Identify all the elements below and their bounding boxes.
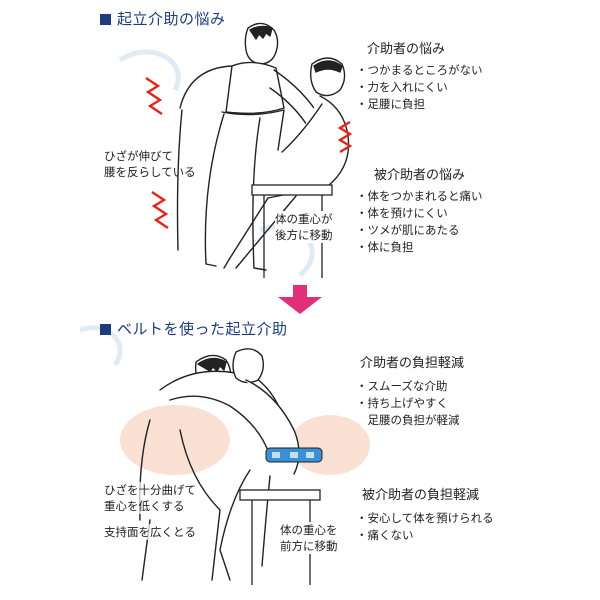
caregiver-problems-title: 介助者の悩み (367, 42, 446, 57)
list-item: 体に負担 (356, 239, 483, 256)
caregiver-relief-list: スムーズな介助 持ち上げやすく 足腰の負担が軽減 (356, 378, 460, 429)
center-of-gravity-note: 体の重心が 後方に移動 (275, 211, 333, 243)
list-item-continuation: 足腰の負担が軽減 (367, 413, 460, 427)
list-item: スムーズな介助 (356, 378, 460, 395)
section-heading-belt: ベルトを使った起立介助 (100, 318, 288, 339)
list-item: 力を入れにくい (356, 79, 483, 96)
strain-marks (145, 77, 353, 229)
heading-square-icon (100, 14, 111, 25)
glow-left (120, 405, 230, 475)
heading-text: 起立介助の悩み (117, 10, 226, 28)
standing-caregiver-figure (176, 22, 323, 271)
list-item: 持ち上げやすく (356, 395, 460, 412)
forward-center-note: 体の重心を 前方に移動 (280, 522, 338, 554)
caregiver-problems-list: つかまるところがない 力を入れにくい 足腰に負担 (356, 62, 483, 113)
list-item: 安心して体を預けられる (356, 510, 494, 527)
recipient-problems-list: 体をつかまれると痛い 体を預けにくい ツメが肌にあたる 体に負担 (356, 188, 483, 256)
list-item: 足腰に負担 (356, 96, 483, 113)
recipient-relief-title: 被介助者の負担軽減 (362, 488, 480, 503)
heading-text: ベルトを使った起立介助 (117, 320, 288, 338)
down-arrow (278, 285, 322, 314)
knee-bend-note: ひざを十分曲げて 重心を低くする (104, 482, 196, 514)
knee-note: ひざが伸びて 腰を反らしている (104, 149, 196, 179)
recipient-relief-list: 安心して体を預けられる 痛くない (356, 510, 494, 544)
list-item: つかまるところがない (356, 62, 483, 79)
list-item: ツメが肌にあたる (356, 222, 483, 239)
recipient-problems-title: 被介助者の悩み (374, 168, 466, 183)
list-item: 体を預けにくい (356, 205, 483, 222)
assist-belt (265, 447, 323, 463)
section-heading-problems: 起立介助の悩み (100, 8, 226, 29)
support-base-note: 支持面を広くとる (104, 524, 196, 540)
caregiver-relief-title: 介助者の負担軽減 (360, 356, 465, 371)
list-item: 体をつかまれると痛い (356, 188, 483, 205)
list-item: 痛くない (356, 527, 494, 544)
heading-square-icon (100, 324, 111, 335)
